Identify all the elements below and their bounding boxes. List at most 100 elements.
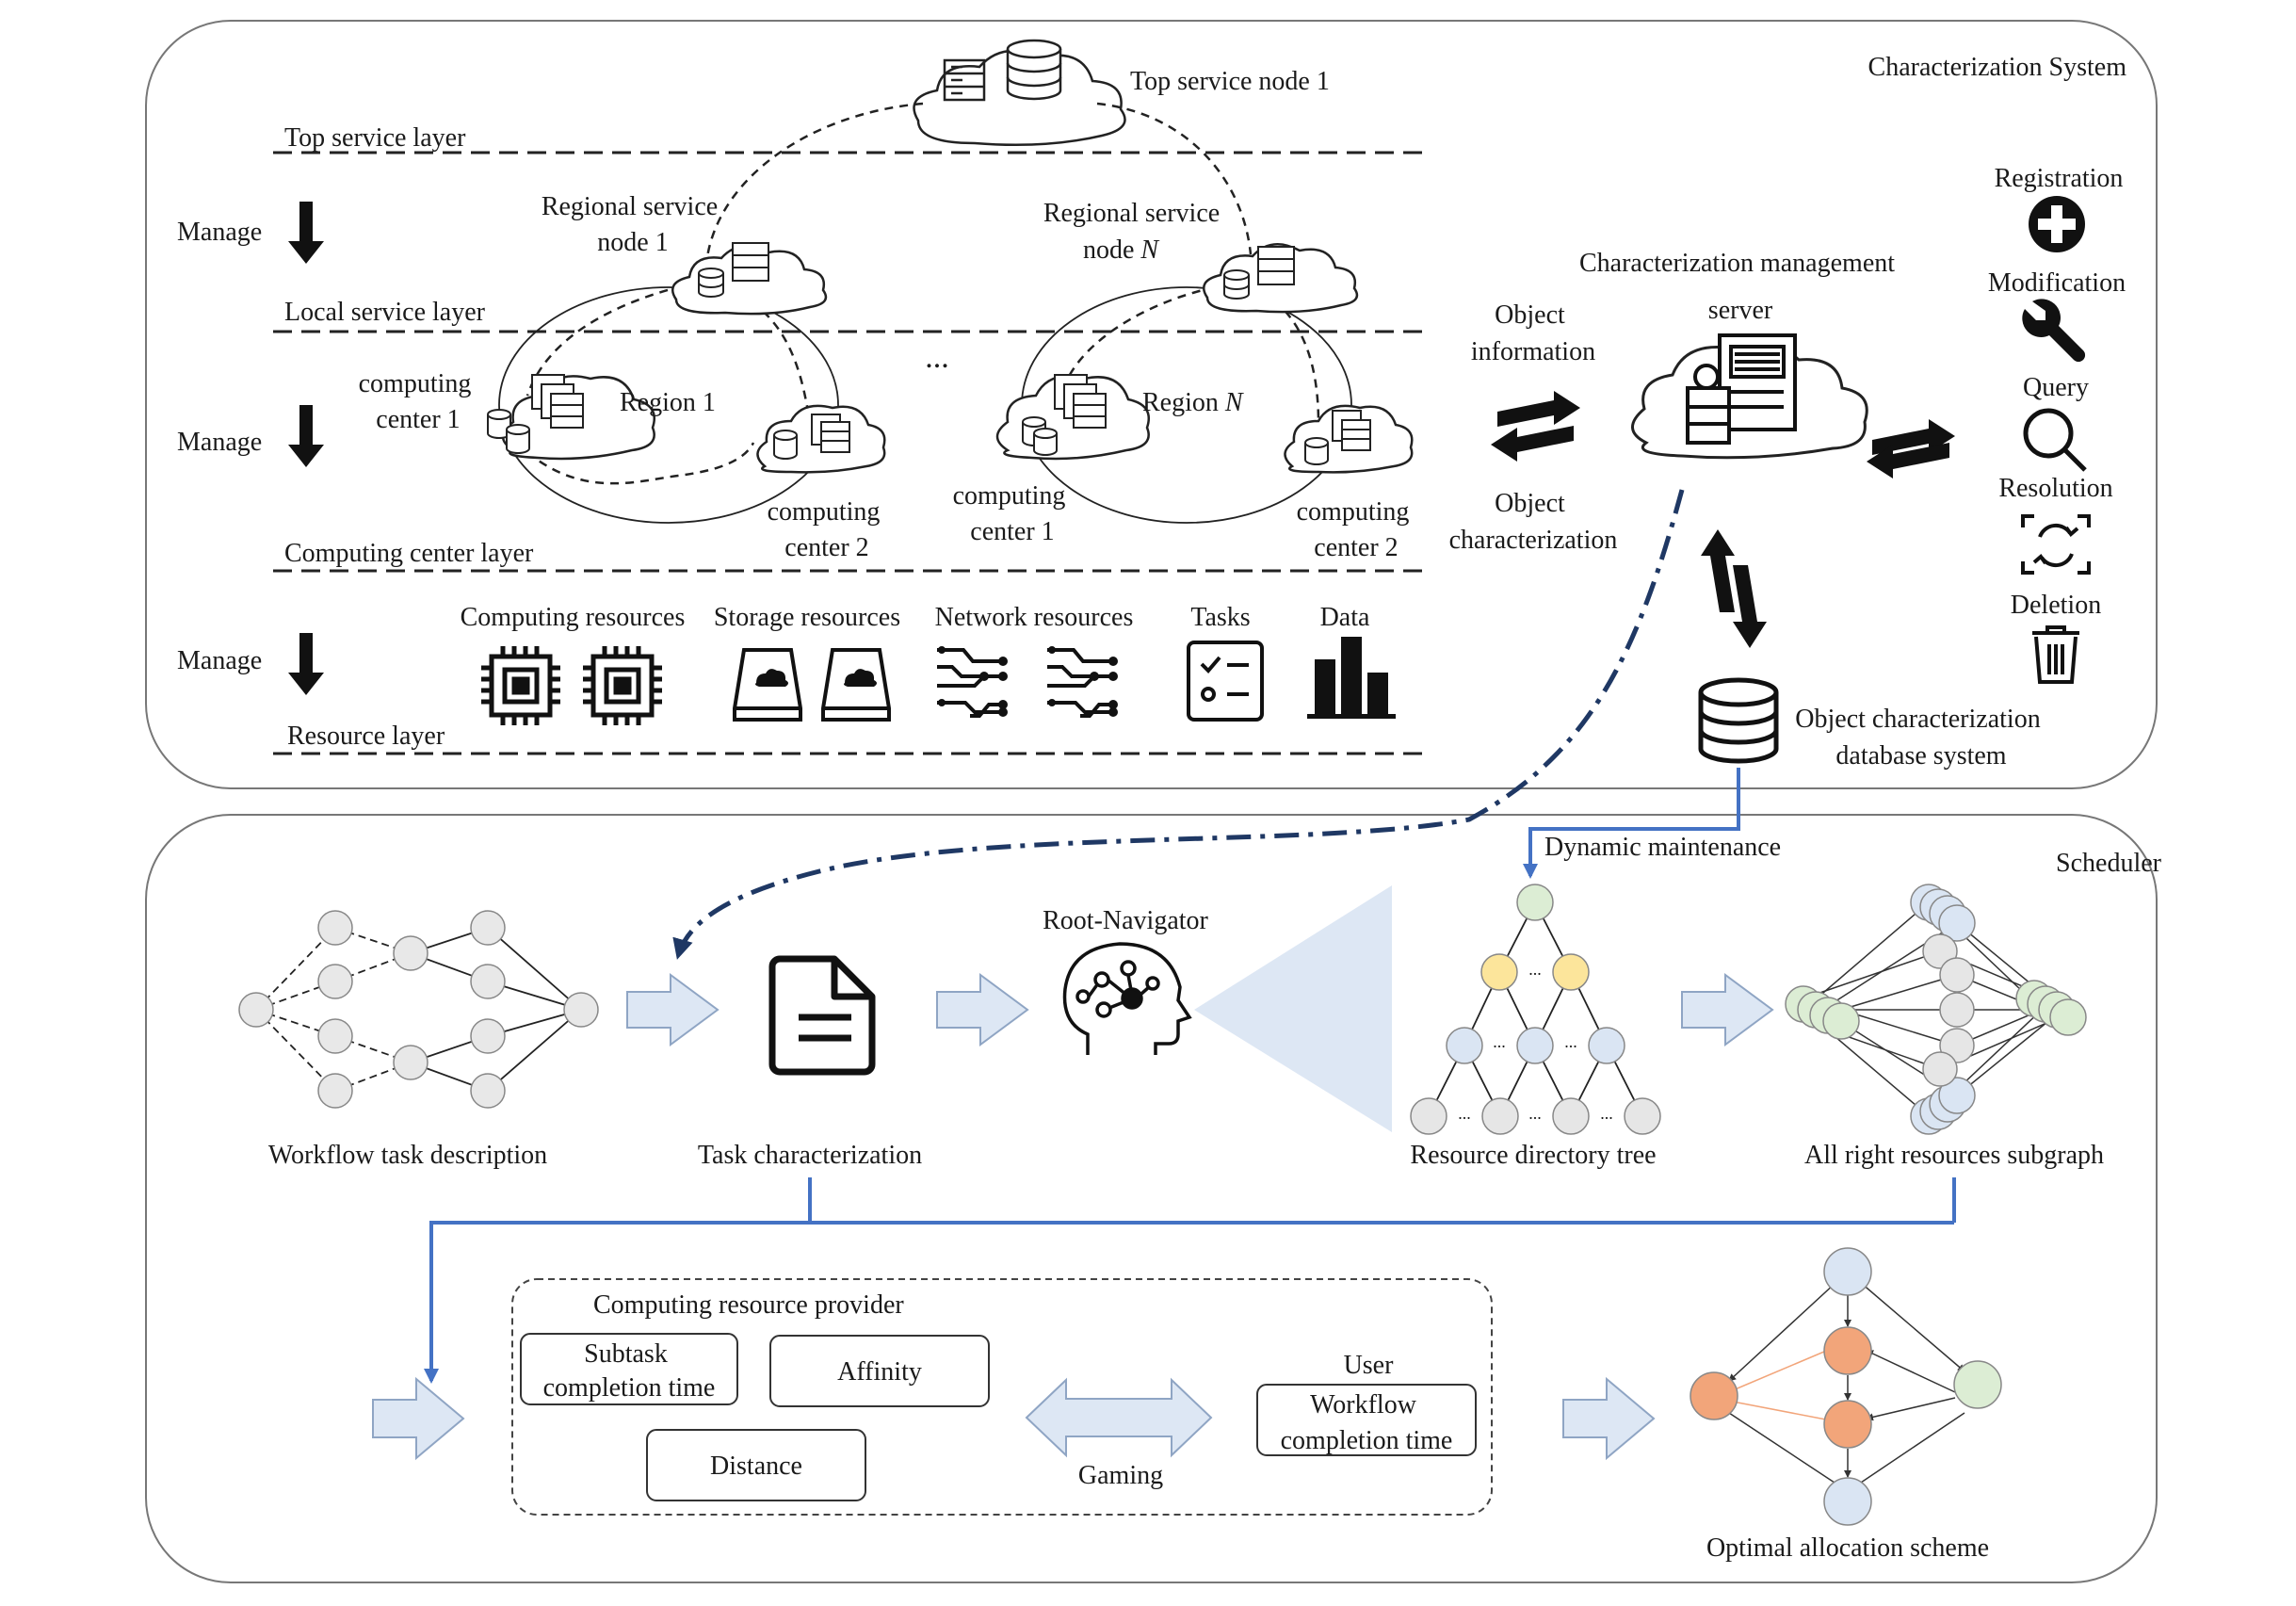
exchange-arrows-icon [1867, 419, 1955, 479]
regions-ellipsis: ... [925, 340, 949, 375]
gaming-double-arrow-icon [1025, 1377, 1213, 1458]
tree-ellipsis: ... [1600, 1104, 1613, 1123]
server-rack-icon [943, 58, 986, 102]
region-1-label: Region 1 [620, 388, 716, 417]
resource-tree-label: Resource directory tree [1410, 1141, 1656, 1170]
top-service-node: Top service node 1 [913, 39, 1330, 147]
dynamic-maintenance-label: Dynamic maintenance [1544, 833, 1781, 862]
top-to-regional-links [704, 102, 1253, 265]
resource-label-computing: Computing resources [461, 603, 686, 632]
trash-icon [2032, 625, 2079, 684]
database-system-label: Object characterization database system [1795, 705, 2046, 771]
network-circuit-icon [937, 646, 1008, 718]
manage-down-arrow-icon [288, 405, 324, 467]
layer-lines [273, 151, 1427, 755]
mgmt-server-label: Characterization management server [1579, 249, 1901, 325]
cpu-chip-icon [583, 646, 662, 725]
block-arrow-icon [936, 973, 1029, 1046]
storage-drive-icon [733, 648, 802, 722]
computing-center-1-label: computing center 1 [359, 369, 478, 434]
server-rack-icon [1257, 246, 1295, 285]
search-icon [2023, 408, 2087, 472]
distance-box [646, 1429, 866, 1501]
user-label: User [1344, 1351, 1395, 1380]
game-box [511, 1278, 1493, 1516]
resource-directory-tree: ... ... ... ... ... ... [1410, 884, 1661, 1135]
manage-group-1: Manage [177, 202, 324, 264]
distance-label: Distance [710, 1452, 802, 1481]
database-icon [1006, 39, 1062, 101]
tree-ellipsis: ... [1564, 1032, 1577, 1051]
database-icon [773, 430, 798, 460]
optimal-allocation-graph [1690, 1247, 2002, 1526]
block-arrow-icon [626, 973, 720, 1046]
data-bar-chart-icon [1307, 637, 1396, 719]
network-circuit-icon [1047, 646, 1118, 718]
resource-label-storage: Storage resources [714, 603, 900, 632]
subgraph-to-game-connector [424, 1177, 1956, 1384]
resource-label-data: Data [1320, 603, 1370, 632]
block-arrow-icons [372, 973, 1774, 1461]
operation-label-resolution: Resolution [1998, 474, 2112, 503]
server-rack-icon [1332, 410, 1371, 451]
layer-label-resource: Resource layer [287, 722, 445, 751]
scheduler-panel [145, 814, 2158, 1583]
region-n: Regional service node N Region N computi… [953, 199, 1416, 562]
workflow-completion-box [1256, 1384, 1477, 1456]
plus-circle-icon [2029, 196, 2085, 252]
task-checklist-icon [1187, 641, 1264, 722]
computing-center-2-label: computing center 2 [768, 497, 887, 562]
resources-subgraph [1785, 884, 2087, 1135]
layer-label-top: Top service layer [284, 123, 466, 153]
workflow-task-label: Workflow task description [268, 1141, 547, 1170]
navigator-beam [1194, 885, 1392, 1132]
database-icon [1698, 677, 1779, 764]
manage-label: Manage [177, 428, 262, 457]
cpu-chip-icon [481, 646, 560, 725]
subtask-completion-label: Subtask completion time [543, 1339, 716, 1403]
database-icon [1304, 437, 1329, 465]
database-icon [698, 268, 724, 298]
layer-label-computing: Computing center layer [284, 539, 534, 568]
workflow-completion-label: Workflow completion time [1281, 1390, 1453, 1455]
region-n-label: Region N [1142, 388, 1244, 417]
server-rack-icon [531, 374, 584, 429]
affinity-box [769, 1335, 990, 1407]
block-arrow-icon [1681, 973, 1774, 1046]
characterization-dashdot-link [672, 489, 1685, 960]
server-rack-icon [811, 414, 850, 453]
manage-group-3: Manage [177, 633, 324, 695]
computing-center-1-label: computing center 1 [953, 481, 1073, 546]
manage-down-arrow-icon [288, 633, 324, 695]
block-arrow-icon [372, 1376, 465, 1461]
task-characterization-label: Task characterization [698, 1141, 922, 1170]
manage-label: Manage [177, 218, 262, 247]
tree-ellipsis: ... [1458, 1104, 1471, 1123]
regional-node-1-label: Regional service node 1 [542, 192, 724, 257]
storage-drive-icon [821, 648, 891, 722]
subgraph-label: All right resources subgraph [1804, 1141, 2104, 1170]
operation-label-query: Query [2023, 373, 2089, 402]
server-rack-icon [732, 242, 769, 282]
root-navigator-label: Root-Navigator [1043, 906, 1208, 935]
block-arrow-icon [1562, 1376, 1656, 1461]
panel-title-scheduler: Scheduler [2056, 849, 2162, 878]
operation-label-registration: Registration [1995, 164, 2124, 193]
manage-down-arrow-icon [288, 202, 324, 264]
manage-group-2: Manage [177, 405, 324, 467]
subtask-completion-box [520, 1333, 738, 1405]
manage-label: Manage [177, 646, 262, 675]
updown-arrows-icon [1701, 529, 1767, 648]
computing-center-2-label: computing center 2 [1297, 497, 1416, 562]
ai-head-icon [1062, 942, 1192, 1055]
optimal-allocation-label: Optimal allocation scheme [1706, 1533, 1989, 1563]
gaming-label: Gaming [1078, 1461, 1163, 1490]
object-information-label: Object information [1471, 300, 1595, 366]
tree-ellipsis: ... [1528, 960, 1542, 979]
resource-label-network: Network resources [935, 603, 1134, 632]
wrench-icon [2022, 299, 2086, 363]
top-service-node-label: Top service node 1 [1130, 67, 1330, 96]
regional-node-n-label: Regional service node N [1043, 199, 1226, 265]
affinity-label: Affinity [837, 1357, 922, 1387]
